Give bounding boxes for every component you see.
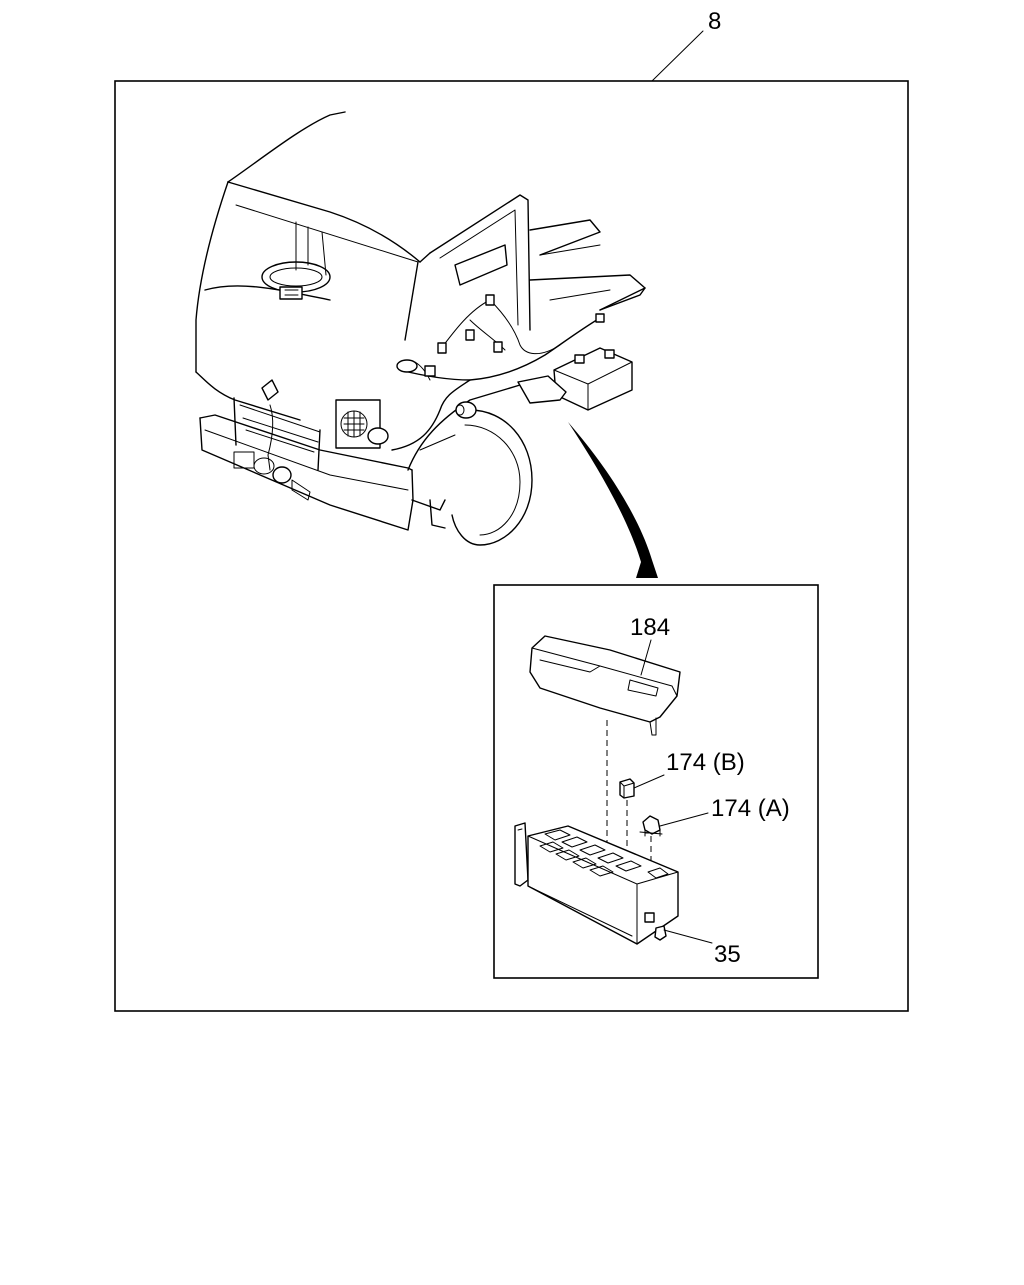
leader-174b (633, 774, 665, 789)
relay-box-cover (529, 635, 681, 736)
relay-box-35 (514, 822, 679, 945)
leader-35 (663, 929, 713, 944)
detail-inset-frame (493, 584, 819, 979)
callout-184: 184 (630, 614, 670, 641)
leader-184 (640, 639, 652, 676)
relay-174a (639, 815, 663, 837)
truck-illustration (195, 111, 646, 546)
callout-174a: 174 (A) (711, 795, 790, 822)
callout-8: 8 (708, 8, 721, 35)
relay-174b (619, 778, 635, 799)
leader-174a (659, 812, 709, 827)
outer-frame (114, 80, 909, 1012)
callout-174b: 174 (B) (666, 749, 745, 776)
leader-8 (651, 30, 704, 82)
detail-arrow (568, 422, 658, 578)
callout-35: 35 (714, 941, 741, 968)
